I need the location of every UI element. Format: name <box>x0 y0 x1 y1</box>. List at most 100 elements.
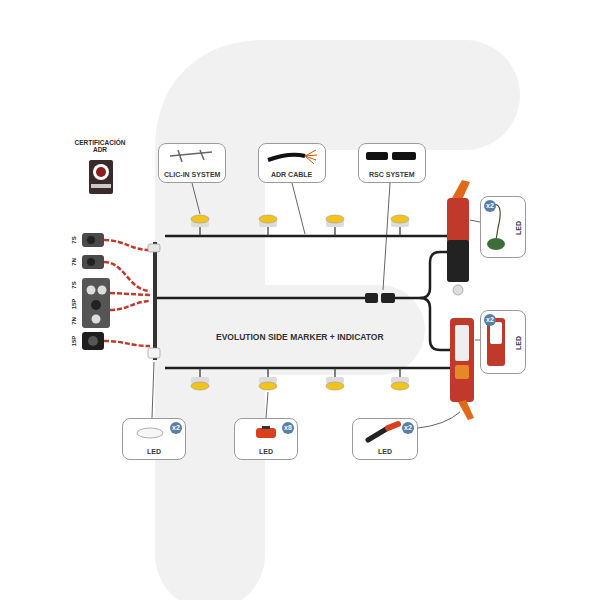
side-marker <box>326 215 344 223</box>
led-label: LED <box>259 447 273 456</box>
socket-7n <box>82 255 104 269</box>
callout-box: x2LED <box>480 310 526 374</box>
socket-face <box>87 286 96 295</box>
socket-15p <box>82 332 104 350</box>
leader-line <box>266 392 268 418</box>
side-marker <box>391 215 409 223</box>
callout-box: CLIC-IN SYSTEM <box>158 143 226 183</box>
socket-face <box>87 258 95 266</box>
led-label: LED <box>147 447 161 456</box>
side-marker <box>259 382 277 390</box>
box-fill <box>480 310 526 374</box>
marker-drop <box>200 368 400 378</box>
side-marker <box>259 215 277 223</box>
rear-lamp <box>447 198 469 282</box>
callout-box: x2LED <box>352 418 418 460</box>
clic-in-picture <box>170 150 212 162</box>
badge-band <box>91 184 111 188</box>
quantity-badge: x2 <box>484 314 496 326</box>
pin-label: 7N <box>71 258 78 266</box>
cable <box>104 262 150 291</box>
socket-face <box>88 336 98 346</box>
cable-wires <box>305 150 317 164</box>
box-fill <box>122 418 186 460</box>
leader-line <box>470 220 480 222</box>
callout-pictures <box>137 150 505 440</box>
led-label: LED <box>514 336 523 350</box>
box-fill <box>158 143 226 183</box>
leader-line <box>418 412 460 428</box>
side-markers-top <box>191 215 409 236</box>
side-marker <box>391 382 409 390</box>
bracket <box>148 348 160 358</box>
pin-label: 15P <box>71 299 78 310</box>
pin-label: 7N <box>71 317 78 325</box>
quantity-badge: x2 <box>170 422 182 434</box>
cable <box>104 341 150 346</box>
cable-picture <box>268 155 305 160</box>
leader-line <box>292 183 305 234</box>
rsc-picture <box>366 152 388 160</box>
sockets <box>82 233 110 350</box>
box-fill <box>234 418 298 460</box>
marker-arm-picture <box>388 424 398 428</box>
quantity-badge: x8 <box>282 422 294 434</box>
part-name: ADR CABLE <box>270 170 313 179</box>
top-rail <box>165 235 440 238</box>
quantity-badge: x2 <box>402 422 414 434</box>
part-name: RSC SYSTEM <box>368 170 416 179</box>
callout-box: ADR CABLE <box>258 143 326 183</box>
kit-name: EVOLUTION SIDE MARKER + INDICATOR <box>216 333 384 343</box>
marker-arm <box>452 180 470 200</box>
marker-picture <box>137 428 163 438</box>
certification-label: CERTIFICACIÓN ADR <box>68 139 132 154</box>
marker-arm <box>458 400 474 420</box>
cable <box>110 293 150 295</box>
box-fill <box>352 418 418 460</box>
bottom-rail <box>165 367 440 370</box>
top-rail <box>440 235 447 238</box>
lamp-lens <box>455 365 469 379</box>
main-wiring <box>157 236 450 368</box>
callout-box: RSC SYSTEM <box>358 143 426 183</box>
plate-light <box>453 285 463 295</box>
lamp-lens <box>455 325 469 361</box>
pin-label: 7S <box>71 281 78 288</box>
marker-drop <box>200 226 400 236</box>
marker-arm-picture <box>368 428 388 440</box>
cable <box>104 240 150 250</box>
adapter-panel <box>82 278 110 328</box>
rear-lamps <box>447 180 474 420</box>
led-label: LED <box>514 221 523 235</box>
rsc-connector <box>365 293 378 303</box>
quantity-badge: x2 <box>484 200 496 212</box>
socket-face <box>91 300 101 310</box>
socket-cables <box>104 240 150 346</box>
box-fills <box>122 143 526 460</box>
leader-lines <box>152 183 480 428</box>
plate-lamp-picture <box>487 238 505 250</box>
side-markers-bottom <box>191 368 409 390</box>
socket-face <box>92 315 101 324</box>
certification-badge <box>89 160 113 194</box>
bracket <box>148 244 160 252</box>
socket-7s <box>82 233 104 247</box>
box-fill <box>358 143 426 183</box>
badge-body <box>89 160 113 194</box>
watermark <box>210 95 465 555</box>
pin-label: 15P <box>71 336 78 347</box>
watermark-stroke <box>210 95 465 555</box>
led-label: LED <box>378 447 392 456</box>
socket-face <box>87 236 95 244</box>
callout-box: x2LED <box>480 196 526 258</box>
middle-line <box>395 252 447 298</box>
part-name: CLIC-IN SYSTEM <box>163 170 221 179</box>
lamp-housing <box>447 240 469 282</box>
cross-bar <box>153 242 157 360</box>
marker-picture <box>256 428 276 438</box>
box-fill <box>480 196 526 258</box>
side-marker <box>191 215 209 223</box>
side-marker <box>191 382 209 390</box>
